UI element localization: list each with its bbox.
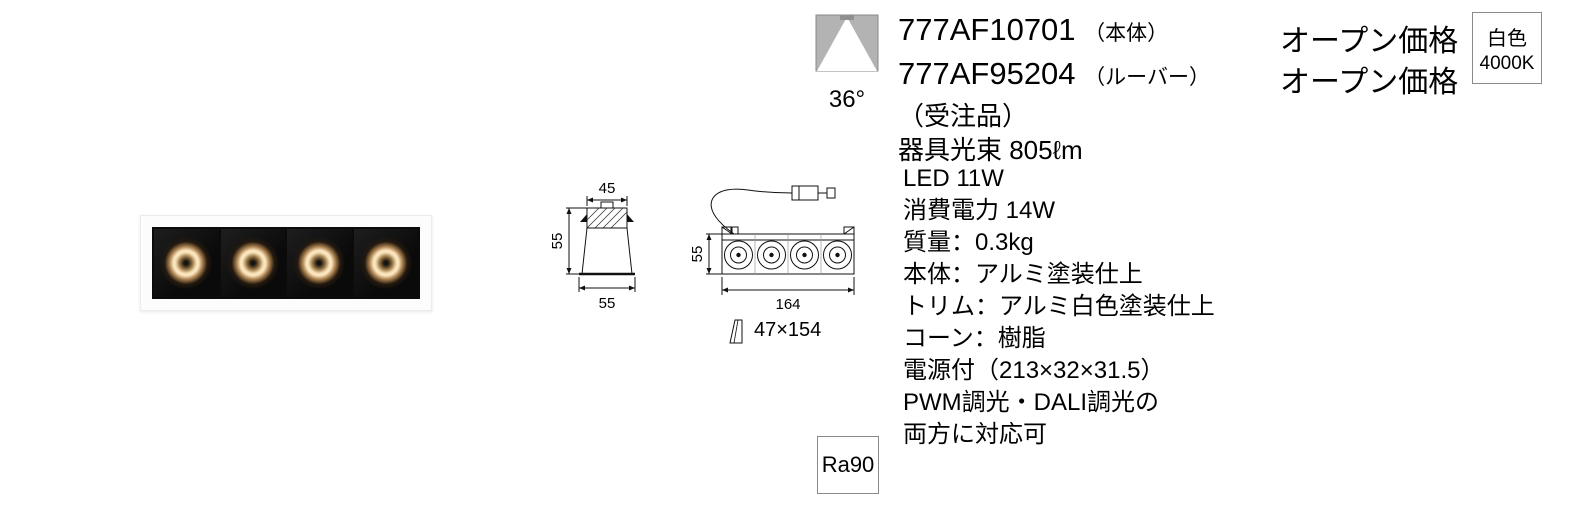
light-module <box>353 229 418 297</box>
cri-badge: Ra90 <box>817 436 879 494</box>
model-sub-note: （ルーバー） <box>1084 66 1210 89</box>
spec-line: トリム：アルミ白色塗装仕上 <box>903 293 1215 320</box>
price-main: オープン価格 <box>1280 25 1459 58</box>
spec-line: LED 11W <box>903 165 1004 192</box>
section-top-width-label: 45 <box>599 180 616 197</box>
spec-line: 消費電力 14W <box>903 197 1056 224</box>
section-drawing: 45 55 55 <box>552 180 636 312</box>
fixture-face <box>152 227 420 299</box>
color-temp-badge: 白色 4000K <box>1472 12 1542 84</box>
model-line-sub: 777AF95204 （ルーバー） <box>898 54 1210 98</box>
color-temp: 4000K <box>1479 52 1535 74</box>
beam-angle-value: 36° <box>828 86 866 113</box>
color-name: 白色 <box>1487 27 1527 50</box>
luminous-flux: 器具光束 805ℓm <box>898 135 1083 165</box>
side-height-label: 55 <box>689 246 706 263</box>
spec-line: 電源付（213×32×31.5） <box>903 357 1165 384</box>
spec-line: PWM調光・DALI調光の <box>903 389 1160 416</box>
model-line-main: 777AF10701 （本体） <box>898 10 1210 54</box>
spec-line: コーン：樹脂 <box>903 325 1046 352</box>
model-main-number: 777AF10701 <box>898 12 1076 47</box>
side-view-drawing: 55 164 <box>689 185 855 313</box>
model-main-note: （本体） <box>1084 22 1169 45</box>
product-photo <box>140 215 432 311</box>
light-module <box>287 229 352 297</box>
cutout-size-label: 47×154 <box>754 319 822 341</box>
side-width-label: 164 <box>775 296 800 313</box>
model-sub-number: 777AF95204 <box>898 56 1076 91</box>
model-block: 777AF10701 （本体） 777AF95204 （ルーバー） （受注品） … <box>898 10 1210 167</box>
cutout-dimension: 47×154 <box>726 316 821 346</box>
light-module <box>154 229 219 297</box>
beam-angle-icon <box>815 14 879 72</box>
section-bottom-width-label: 55 <box>599 295 616 312</box>
spec-line: 質量：0.3kg <box>903 229 1034 256</box>
spec-line: 本体：アルミ塗装仕上 <box>903 261 1143 288</box>
cutout-icon <box>729 319 743 344</box>
spec-list: LED 11W 消費電力 14W 質量：0.3kg 本体：アルミ塗装仕上 トリム… <box>903 163 1215 451</box>
section-height-label: 55 <box>552 233 566 250</box>
light-module <box>220 229 285 297</box>
order-note: （受注品） <box>898 101 1029 131</box>
spec-line: 両方に対応可 <box>903 421 1047 448</box>
price-louver: オープン価格 <box>1280 66 1459 99</box>
